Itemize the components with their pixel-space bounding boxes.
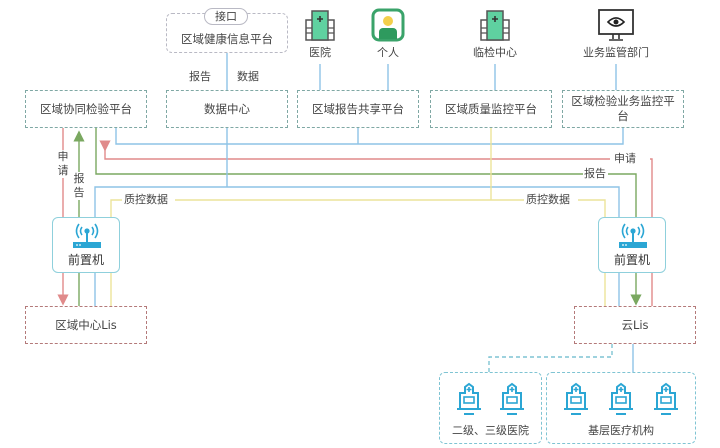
platform-label: 区域协同检验平台 bbox=[40, 101, 132, 116]
endpoint-lab-center-label: 临检中心 bbox=[473, 46, 517, 59]
hospital-building-icon bbox=[305, 10, 335, 41]
flow-label-qc-right: 质控数据 bbox=[526, 193, 570, 207]
hospital-icon bbox=[457, 382, 482, 415]
flow-label-apply-right: 申请 bbox=[614, 152, 636, 166]
endpoint-person-label: 个人 bbox=[377, 46, 399, 59]
lab-building-icon bbox=[480, 10, 510, 41]
facility-icons bbox=[440, 381, 541, 417]
platform-label: 区域检验业务监控平台 bbox=[571, 94, 675, 123]
line-report-right bbox=[95, 127, 583, 175]
regional-quality-monitor-platform: 区域质量监控平台 bbox=[430, 90, 552, 128]
flow-label-report-left: 报告 bbox=[73, 172, 85, 200]
endpoint-person: 个人 bbox=[368, 8, 408, 64]
endpoint-hospital: 医院 bbox=[300, 8, 340, 64]
lis-label: 云Lis bbox=[621, 317, 649, 332]
facility-group-label: 基层医疗机构 bbox=[588, 424, 654, 437]
line-data-gateways bbox=[94, 186, 620, 217]
facility-icons bbox=[547, 381, 695, 417]
line-apply-right bbox=[99, 140, 610, 160]
hospital-icon bbox=[563, 382, 588, 415]
regional-lab-business-monitor-platform: 区域检验业务监控平台 bbox=[562, 90, 684, 128]
interface-tag: 接口 bbox=[204, 8, 248, 25]
gateway-label: 前置机 bbox=[613, 253, 650, 267]
secondary-tertiary-hospitals-group: 二级、三级医院 bbox=[439, 372, 542, 444]
gateway-label: 前置机 bbox=[67, 253, 104, 267]
line-qc-left bbox=[110, 199, 122, 217]
wireless-router-icon bbox=[619, 223, 647, 248]
endpoint-supervisor-label: 业务监管部门 bbox=[583, 46, 649, 59]
hospital-icon bbox=[608, 382, 633, 415]
gateway-left: 前置机 bbox=[52, 217, 120, 273]
endpoint-supervisor: 业务监管部门 bbox=[580, 8, 652, 64]
platform-label: 区域质量监控平台 bbox=[445, 101, 537, 116]
primary-care-institutions-group: 基层医疗机构 bbox=[546, 372, 696, 444]
endpoint-hospital-label: 医院 bbox=[309, 46, 331, 59]
data-center: 数据中心 bbox=[166, 90, 288, 128]
regional-center-lis: 区域中心Lis bbox=[25, 306, 147, 344]
line-data-bus-top bbox=[115, 127, 624, 145]
wireless-router-icon bbox=[73, 223, 101, 248]
platform-label: 数据中心 bbox=[204, 101, 250, 116]
line-cloud-to-hospitals bbox=[488, 344, 613, 372]
cloud-lis: 云Lis bbox=[574, 306, 696, 344]
hospital-icon bbox=[654, 382, 679, 415]
hospital-icon bbox=[499, 382, 524, 415]
line-report-right-down bbox=[608, 173, 637, 217]
line-apply-right-down bbox=[650, 158, 653, 217]
flow-label-qc-left: 质控数据 bbox=[124, 193, 168, 207]
flow-label-report-right: 报告 bbox=[584, 167, 606, 181]
flow-label-data-top: 数据 bbox=[237, 70, 259, 84]
flow-label-apply-left: 申请 bbox=[57, 150, 69, 178]
regional-report-share-platform: 区域报告共享平台 bbox=[297, 90, 419, 128]
person-icon bbox=[371, 8, 405, 42]
platform-label: 区域报告共享平台 bbox=[312, 101, 404, 116]
monitor-eye-icon bbox=[598, 9, 634, 41]
gateway-right: 前置机 bbox=[598, 217, 666, 273]
flow-label-report-top: 报告 bbox=[189, 70, 211, 84]
line-qc-right bbox=[578, 199, 606, 217]
endpoint-lab-center: 临检中心 bbox=[470, 8, 520, 64]
regional-collab-lab-platform: 区域协同检验平台 bbox=[25, 90, 147, 128]
facility-group-label: 二级、三级医院 bbox=[452, 424, 529, 437]
lis-label: 区域中心Lis bbox=[55, 317, 117, 332]
health-info-platform-label: 区域健康信息平台 bbox=[181, 31, 273, 46]
